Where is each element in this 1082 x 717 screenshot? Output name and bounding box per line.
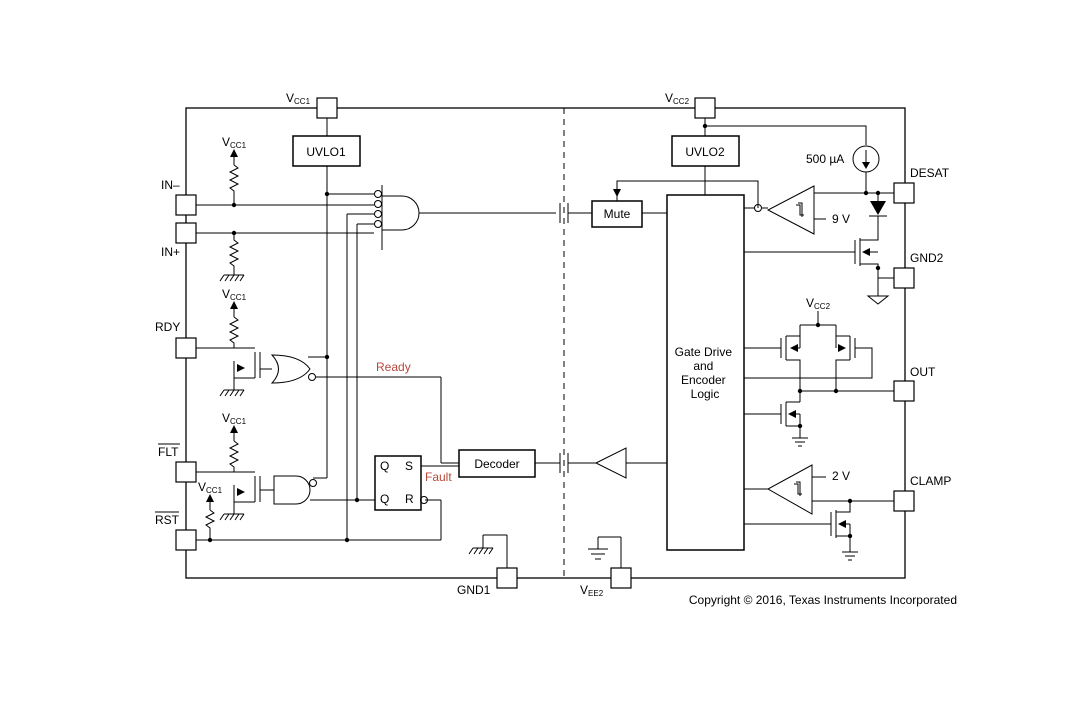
uvlo2-block: [671, 135, 740, 167]
pin-vee2: [610, 567, 632, 589]
pin-rst: [175, 529, 197, 551]
pin-in-minus: [175, 194, 197, 216]
pin-gnd1-label: GND1: [457, 583, 491, 597]
decoder-label: Decoder: [474, 457, 519, 471]
fault-label: Fault: [425, 470, 452, 484]
pin-desat: [893, 182, 915, 204]
pin-rdy-label: RDY: [155, 320, 180, 334]
pin-desat-label: DESAT: [910, 166, 950, 180]
sr-flip-flop: [374, 455, 422, 511]
desat-comparator: [766, 185, 815, 235]
vcc2-label-out: VCC2: [806, 296, 831, 311]
chip-outline: [185, 107, 906, 579]
pin-vee2-label: VEE2: [580, 583, 604, 598]
vcc1-label-2: VCC1: [222, 287, 247, 302]
gate-drive-block: [666, 194, 745, 551]
pin-flt: [175, 461, 197, 483]
pin-in-minus-label: IN–: [161, 178, 180, 192]
input-and-gate: [381, 195, 420, 231]
pin-out-label: OUT: [910, 365, 936, 379]
current-source-label: 500 µA: [806, 152, 844, 166]
copyright-text: Copyright © 2016, Texas Instruments Inco…: [689, 593, 957, 607]
vcc1-label-4: VCC1: [198, 480, 223, 495]
vcc1-label-3: VCC1: [222, 411, 247, 426]
ff-s-label: S: [405, 459, 413, 473]
ff-qb-label: Q: [380, 492, 389, 506]
in-plus-pulldown: [219, 230, 245, 282]
clamp-comparator: [766, 464, 813, 515]
clamp-nmos: [744, 501, 858, 561]
pin-flt-label: FLT: [158, 445, 179, 459]
output-nmos: [744, 391, 808, 447]
output-pmos-2: [744, 325, 873, 391]
mute-label: Mute: [604, 207, 631, 221]
ff-r-label: R: [405, 492, 414, 506]
ready-label: Ready: [376, 360, 411, 374]
desat-diode: [870, 201, 886, 215]
pin-in-plus-label: IN+: [161, 245, 180, 259]
uvlo1-label: UVLO1: [306, 145, 346, 159]
pin-vcc1-label: VCC1: [286, 91, 311, 106]
pin-rdy: [175, 337, 197, 359]
gate-drive-label: Gate Drive and Encoder Logic: [675, 345, 736, 401]
clamp-ref-label: 2 V: [832, 469, 850, 483]
pin-out: [893, 380, 915, 402]
decoder-block: [458, 449, 536, 478]
vcc1-label-1: VCC1: [222, 135, 247, 150]
pin-vcc2-label: VCC2: [665, 91, 690, 106]
ff-q-label: Q: [380, 459, 389, 473]
pin-gnd2-label: GND2: [910, 251, 944, 265]
vcc1-arrow-1: [228, 149, 240, 208]
pin-vcc1: [316, 97, 338, 119]
pin-in-plus: [175, 222, 197, 244]
pin-clamp: [893, 490, 915, 512]
desat-ref-label: 9 V: [832, 212, 850, 226]
pin-rst-label: RST: [155, 513, 180, 527]
pin-gnd2: [893, 267, 915, 289]
uvlo2-label: UVLO2: [685, 145, 725, 159]
fault-nand-gate: [273, 475, 311, 505]
pin-clamp-label: CLAMP: [910, 474, 951, 488]
fault-buffer: [594, 447, 627, 479]
pin-gnd1: [496, 567, 518, 589]
output-pmos-1: [744, 325, 801, 378]
pin-vcc2: [694, 97, 716, 119]
uvlo1-block: [292, 135, 361, 167]
ready-nor-gate: [270, 354, 311, 384]
